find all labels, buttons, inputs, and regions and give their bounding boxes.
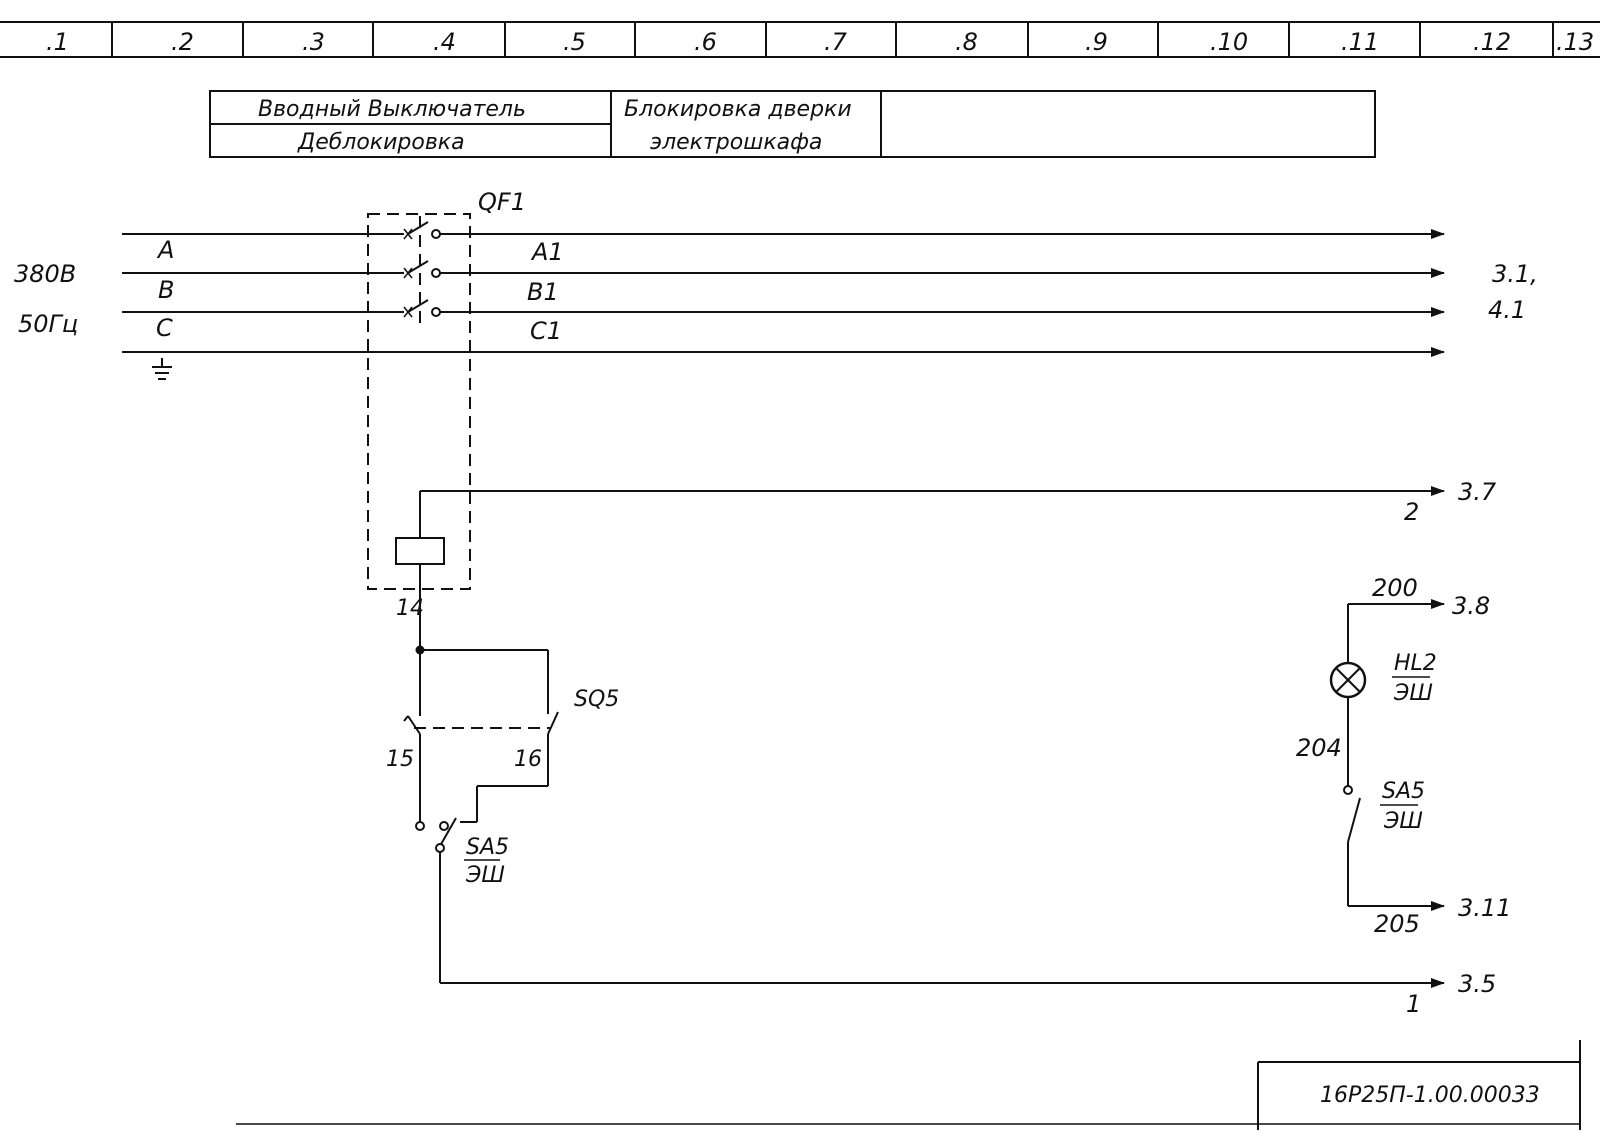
ruler-label-11: .11: [1341, 28, 1379, 56]
bus-ref-label-2: 4.1: [1488, 296, 1526, 324]
left-sa5-ref-label: SA5: [466, 835, 509, 860]
ruler-label-4: .4: [433, 28, 456, 56]
breaker-out-a-label: A1: [530, 238, 564, 266]
three-phase-bus: [122, 229, 1445, 357]
ruler-label-12: .12: [1473, 28, 1511, 56]
lamp-icon: [1329, 661, 1367, 699]
header-table: Вводный Выключатель Деблокировка Блокиро…: [209, 90, 1376, 158]
doc-number-label: 16Р25П-1.00.00033: [1320, 1083, 1540, 1108]
title-block: 16Р25П-1.00.00033: [236, 1040, 1581, 1130]
door-switch-term-right: 16: [514, 747, 542, 772]
ruler-label-2: .2: [171, 28, 194, 56]
bus-ref-label-1: 3.1,: [1492, 260, 1538, 288]
ruler-label-9: .9: [1085, 28, 1108, 56]
door-switch-ref-label: SQ5: [574, 687, 619, 712]
lamp-ref-label: HL2: [1394, 651, 1437, 676]
ruler-label-3: .3: [302, 28, 325, 56]
breaker-ref-label: QF1: [478, 188, 526, 216]
ruler-label-5: .5: [563, 28, 586, 56]
breaker-contacts: [403, 216, 441, 330]
lamp-ref-label-out: 3.8: [1452, 592, 1490, 620]
header-main-switch-label: Вводный Выключатель: [258, 97, 526, 122]
header-unblock-label: Деблокировка: [297, 130, 465, 155]
right-sa5-sub-label: ЭШ: [1383, 809, 1423, 834]
coil-ref-label: 3.7: [1458, 478, 1497, 506]
right-sa5-ref-label: SA5: [1382, 779, 1425, 804]
header-cabinet-label: электрошкафа: [650, 130, 822, 155]
phase-b-label: B: [158, 276, 174, 304]
ruler-label-10: .10: [1210, 28, 1248, 56]
breaker-coil: [395, 537, 445, 565]
breaker-enclosure: [367, 213, 471, 590]
breaker-out-b-label: B1: [527, 278, 559, 306]
switch-wire-label: 205: [1374, 910, 1420, 938]
ruler-label-1: .1: [46, 28, 69, 56]
supply-frequency-label: 50Гц: [18, 310, 78, 338]
lamp-wire-mid-label: 204: [1296, 734, 1342, 762]
lamp-sub-label: ЭШ: [1393, 681, 1433, 706]
phase-a-label: A: [156, 236, 174, 264]
bottom-ref-label: 3.5: [1458, 970, 1496, 998]
door-switch-term-left: 15: [386, 747, 414, 772]
door-switch-circuit: [403, 645, 559, 823]
header-door-lock-label: Блокировка дверки: [624, 97, 852, 122]
column-ruler: .1 .2 .3 .4 .5 .6 .7 .8 .9 .10 .11 .12 .…: [0, 21, 1600, 58]
ruler-label-6: .6: [694, 28, 717, 56]
left-sa5-sub-label: ЭШ: [465, 863, 505, 888]
breaker-out-c-label: C1: [530, 317, 562, 345]
supply-voltage-label: 380В: [14, 260, 76, 288]
coil-wire-label: 2: [1404, 498, 1419, 526]
left-sa5-switch: [415, 817, 1445, 988]
ground-icon: [152, 358, 172, 380]
phase-c-label: C: [156, 314, 173, 342]
bottom-wire-label: 1: [1406, 990, 1421, 1018]
lamp-circuit: [1329, 599, 1445, 911]
lamp-wire-label: 200: [1372, 574, 1418, 602]
ruler-label-8: .8: [955, 28, 978, 56]
ruler-label-13: .13: [1556, 28, 1594, 56]
switch-ref-label: 3.11: [1458, 894, 1511, 922]
ruler-label-7: .7: [824, 28, 848, 56]
